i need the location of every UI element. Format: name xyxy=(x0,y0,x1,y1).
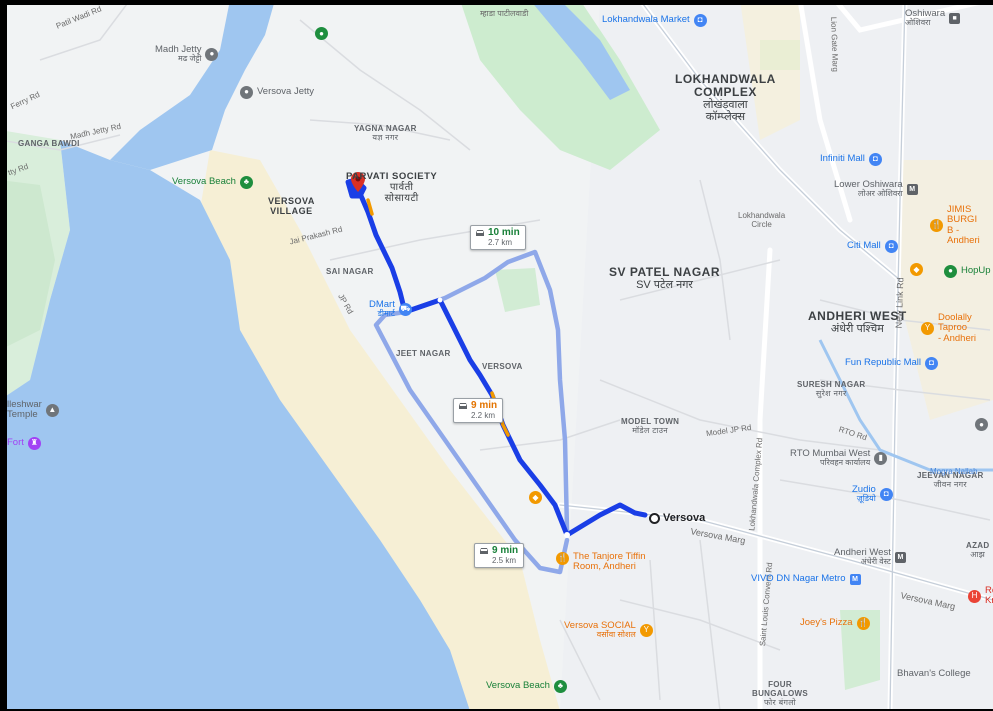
road-top-label: म्हाडा पाटीलवाडी xyxy=(480,9,529,18)
shopping-bag-icon: ◘ xyxy=(868,153,882,166)
poi-hopup[interactable]: ● HopUp M xyxy=(944,265,993,278)
shop-icon: ● xyxy=(944,265,957,278)
car-icon xyxy=(480,548,488,555)
area-jeevan-nagar: JEEVAN NAGAR जीवन नगर xyxy=(917,471,984,489)
route-alt2-time: 9 min xyxy=(492,545,519,556)
shopping-cart-icon: ⛟ xyxy=(398,303,412,317)
area-ganga-bawdi: GANGA BAWDI xyxy=(18,139,80,148)
pin-icon: ● xyxy=(205,48,219,62)
metro-icon: M xyxy=(906,184,918,196)
route-alt2-card[interactable]: 9 min 2.5 km xyxy=(474,543,525,568)
route-primary-distance: 2.2 km xyxy=(471,410,496,420)
road-lokhandwala-circle: Lokhandwala Circle xyxy=(738,211,786,229)
poi-fun-republic[interactable]: Fun Republic Mall ◘ xyxy=(845,357,939,370)
poi-versova-jetty[interactable]: ● Versova Jetty xyxy=(240,86,314,99)
train-icon: ■ xyxy=(949,13,961,25)
road-mogra: Mogra Nallah xyxy=(930,467,978,476)
route-primary-card[interactable]: 9 min 2.2 km xyxy=(453,398,504,423)
origin-marker-icon[interactable] xyxy=(351,172,365,192)
area-azad: AZAD आझ xyxy=(966,541,990,559)
area-model-town: MODEL TOWN मॉडेल टाउन xyxy=(621,417,680,435)
food-marker-icon[interactable]: ◆ xyxy=(529,491,542,504)
area-suresh-nagar: SURESH NAGAR सुरेश नगर xyxy=(797,380,866,398)
park-icon: ♣ xyxy=(553,680,567,693)
metro-icon: M xyxy=(894,552,906,564)
poi-red-right[interactable]: H Re Kr xyxy=(968,585,993,607)
poi-citi-mall[interactable]: Citi Mall ◘ xyxy=(847,240,898,253)
poi-doolally[interactable]: Y Doolally Taproo - Andheri xyxy=(921,312,993,344)
temple-icon: ▲ xyxy=(45,403,59,417)
building-icon: ▮ xyxy=(874,452,888,466)
poi-tanjore-tiffin[interactable]: 🍴 The Tanjore Tiffin Room, Andheri xyxy=(556,551,646,573)
road-new-link: New Link Rd xyxy=(893,277,906,329)
destination-marker[interactable]: Versova xyxy=(649,512,705,524)
poi-joeys-pizza[interactable]: Joey's Pizza 🍴 xyxy=(800,617,870,630)
hospital-icon: H xyxy=(968,589,981,603)
area-versova: VERSOVA xyxy=(482,362,523,371)
route-alt1-card[interactable]: 10 min 2.7 km xyxy=(470,225,526,250)
shopping-bag-icon: ◘ xyxy=(925,357,939,370)
car-icon xyxy=(459,403,467,410)
place-marker-icon[interactable]: ● xyxy=(315,27,328,40)
area-lokhandwala: LOKHANDWALA COMPLEX लोखंडवाला कॉम्प्लेक्… xyxy=(675,72,776,124)
poi-fort[interactable]: Fort ♜ xyxy=(7,437,41,450)
route-alt1-distance: 2.7 km xyxy=(488,237,513,247)
pin-icon: ● xyxy=(240,86,253,99)
area-sv-patel-nagar: SV PATEL NAGAR SV पटेल नगर xyxy=(609,265,721,292)
area-four-bungalows: FOUR BUNGALOWS फोर बंगलो xyxy=(752,680,809,707)
park-icon: ♣ xyxy=(239,176,253,189)
poi-lleshwar-temple[interactable]: lleshwar Temple ▲ xyxy=(7,399,59,421)
shopping-bag-icon: ◘ xyxy=(884,240,898,253)
poi-vivo-dn-nagar[interactable]: VIVO DN Nagar Metro M xyxy=(751,573,861,585)
poi-jimis-burger[interactable]: 🍴 JIMIS BURGI B - Andheri xyxy=(930,204,980,247)
poi-infiniti-mall[interactable]: Infiniti Mall ◘ xyxy=(820,153,882,166)
car-icon xyxy=(476,230,484,237)
poi-versova-beach-bottom[interactable]: Versova Beach ♣ xyxy=(486,680,567,693)
area-yagna-nagar: YAGNA NAGAR यज्ञ नगर xyxy=(354,124,417,142)
drink-icon: Y xyxy=(921,322,934,336)
landmark-icon: ♜ xyxy=(27,437,41,450)
route-alt2-distance: 2.5 km xyxy=(492,555,517,565)
poi-lokhandwala-market[interactable]: Lokhandwala Market ◘ xyxy=(602,14,707,27)
drink-icon: Y xyxy=(639,624,653,638)
route-primary-time: 9 min xyxy=(471,400,498,411)
shopping-bag-icon: ◘ xyxy=(879,488,893,502)
area-sai-nagar: SAI NAGAR xyxy=(326,267,374,276)
area-parvati-society: PARVATI SOCIETY पार्वती सोसायटी xyxy=(346,171,438,205)
road-lion-gate: Lion Gate Marg xyxy=(829,16,840,73)
food-marker-icon[interactable]: ◆ xyxy=(910,263,923,276)
shopping-bag-icon: ◘ xyxy=(693,14,707,27)
area-versova-village: VERSOVA VILLAGE xyxy=(268,196,315,216)
route-alt1-time: 10 min xyxy=(488,227,520,238)
poi-versova-beach-top[interactable]: Versova Beach ♣ xyxy=(172,176,253,189)
metro-icon: M xyxy=(849,574,861,585)
place-marker-icon[interactable]: ● xyxy=(975,418,988,431)
food-icon: 🍴 xyxy=(556,552,569,565)
food-icon: 🍴 xyxy=(930,219,943,233)
poi-bhavans-college[interactable]: Bhavan's College xyxy=(897,668,971,679)
area-jeet-nagar: JEET NAGAR xyxy=(396,349,451,358)
area-andheri-west: ANDHERI WEST अंधेरी पश्चिम xyxy=(808,309,907,336)
food-icon: 🍴 xyxy=(856,617,870,630)
destination-label: Versova xyxy=(663,512,706,524)
destination-ring-icon xyxy=(649,512,660,524)
